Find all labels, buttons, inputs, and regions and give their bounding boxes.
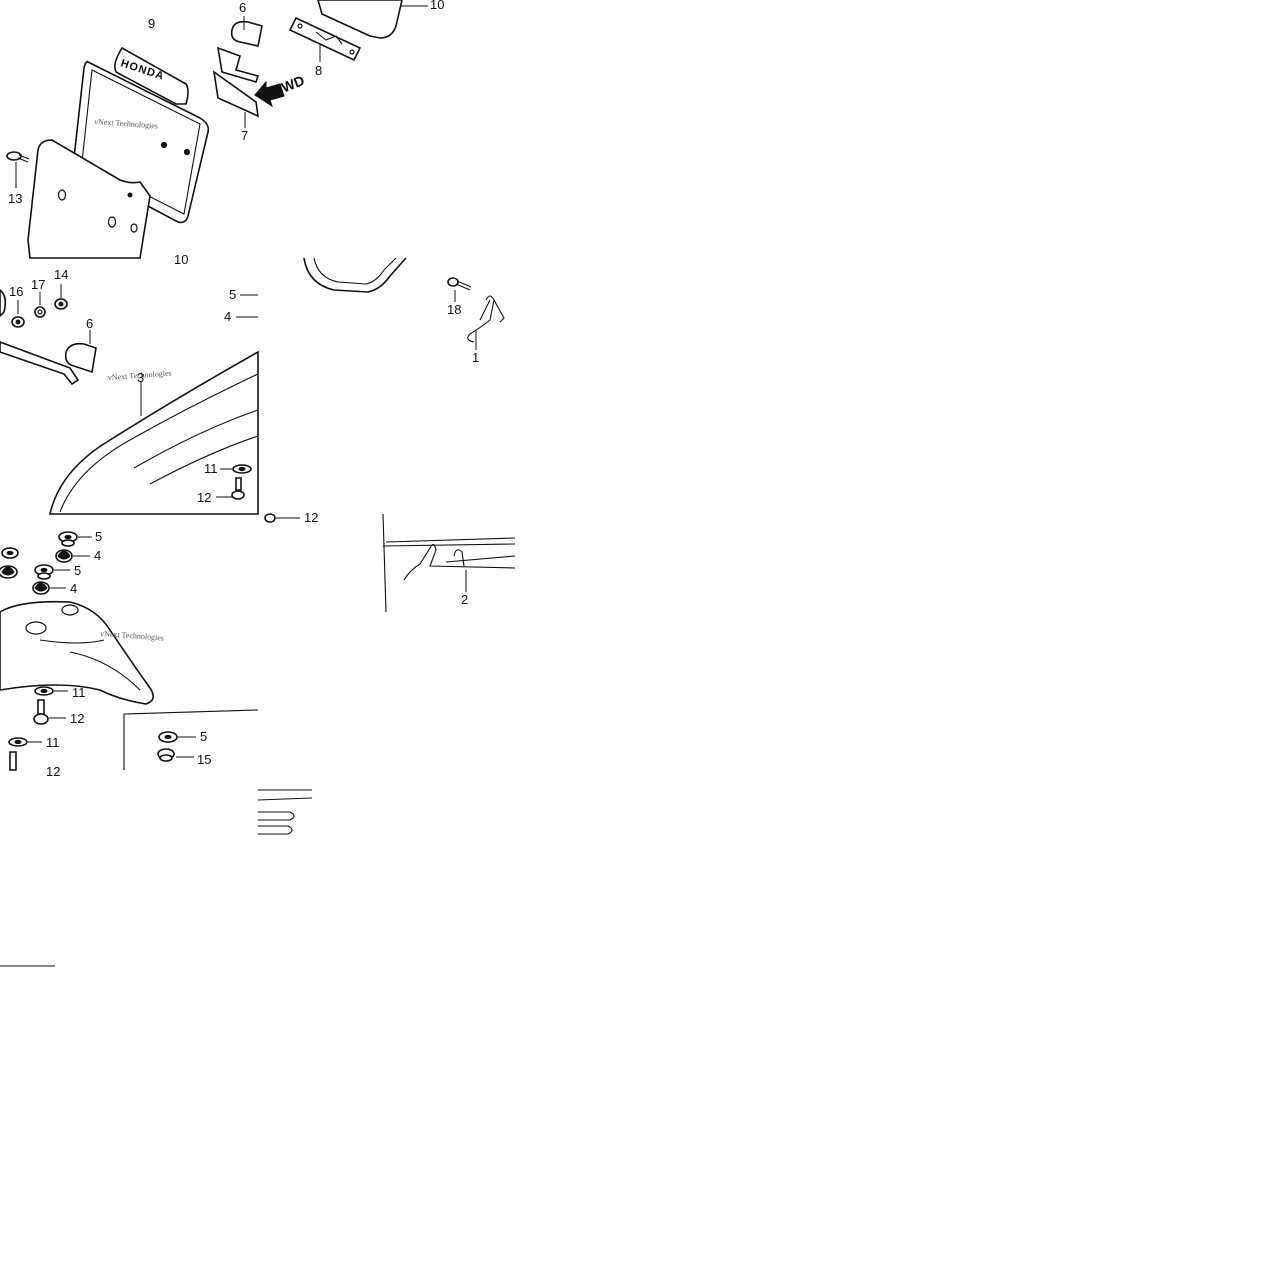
callout-6-top: 6 (239, 0, 246, 15)
wire-2-icon (403, 543, 516, 581)
callout-7: 7 (241, 128, 248, 143)
clamp-6-icon (230, 20, 263, 47)
callout-12-low-a: 12 (70, 711, 84, 726)
honda-badge (114, 46, 189, 105)
wire-loop-icon (258, 811, 295, 835)
callout-12-low-b: 12 (46, 764, 60, 779)
plate-backing (27, 139, 151, 259)
callout-12-mid: 12 (197, 490, 211, 505)
grommet-5c-icon (34, 564, 54, 580)
callout-6-mid: 6 (86, 316, 93, 331)
callout-12-center: 12 (304, 510, 318, 525)
tile-front-fender: vNext Technologies (0, 284, 259, 515)
bolt-13-icon (6, 151, 30, 188)
callout-5-inset: 5 (200, 729, 207, 744)
callout-13: 13 (8, 191, 22, 206)
front-fender-3 (48, 350, 259, 515)
fwd-label: FWD (271, 72, 307, 99)
bolt-18-icon (447, 277, 472, 302)
bolt-12d-icon (9, 751, 17, 771)
callout-17: 17 (31, 277, 45, 292)
plate-edge (303, 257, 407, 293)
callout-4-low-a: 4 (94, 548, 101, 563)
callout-labels: 9 6 10 8 7 13 10 16 17 14 6 5 4 3 11 12 … (8, 0, 479, 779)
watermark-1: vNext Technologies (94, 117, 158, 130)
watermark-2: vNext Technologies (108, 369, 172, 382)
callout-15: 15 (197, 752, 211, 767)
callout-5-mid: 5 (229, 287, 236, 302)
bolt-12a-icon (231, 477, 245, 500)
plate-10-corner (317, 0, 403, 39)
tile-number-plate: HONDA FWD (6, 0, 428, 259)
callout-5-low-b: 5 (74, 563, 81, 578)
callout-4-low-b: 4 (70, 581, 77, 596)
tile-wire-fragment (0, 789, 313, 967)
bolt-12c-icon (33, 699, 49, 725)
callout-8: 8 (315, 63, 322, 78)
bracket-7-icon (216, 46, 260, 83)
callout-10-top: 10 (430, 0, 444, 12)
bolt-12b-icon (264, 513, 276, 523)
nut-4b-icon (55, 549, 73, 563)
watermark-3: vNext Technologies (100, 629, 164, 642)
callout-14: 14 (54, 267, 68, 282)
callout-4-mid: 4 (224, 309, 231, 324)
callout-16: 16 (9, 284, 23, 299)
tile-rear-wire (264, 257, 516, 613)
bracket-6b-icon (0, 341, 80, 386)
nut-4c-icon (32, 581, 50, 595)
tile-mount-hardware: vNext Technologies (0, 531, 259, 771)
callout-2: 2 (461, 592, 468, 607)
callout-3: 3 (137, 370, 144, 385)
wire-clip-1-icon (467, 295, 505, 343)
callout-1: 1 (472, 350, 479, 365)
callout-11-low-a: 11 (72, 685, 86, 700)
callout-18: 18 (447, 302, 461, 317)
inset-box (123, 709, 259, 770)
grommet-15-icon (157, 748, 175, 762)
callout-10-bottom: 10 (174, 252, 188, 267)
callout-5-low-a: 5 (95, 529, 102, 544)
callout-11-mid: 11 (204, 461, 218, 476)
callout-11-low-b: 11 (46, 735, 60, 750)
grommet-5d-icon (158, 731, 178, 743)
forward-arrow-icon: FWD (254, 72, 307, 108)
callout-9: 9 (148, 16, 155, 31)
grommet-5b-icon (58, 531, 78, 547)
